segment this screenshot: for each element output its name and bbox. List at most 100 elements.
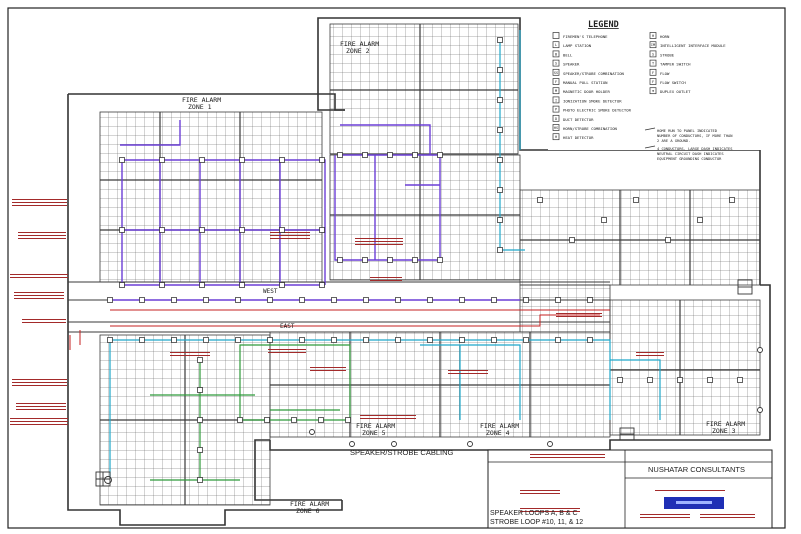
device-symbol-icon — [203, 297, 209, 303]
legend-item-label: STROBE — [660, 52, 675, 57]
device-symbol-icon — [491, 337, 497, 343]
legend-symbol-glyph: F — [555, 80, 557, 84]
legend-symbol-icon — [552, 78, 560, 85]
device-symbol-icon — [203, 337, 209, 343]
legend-symbol-glyph: H — [652, 34, 654, 38]
legend-symbol-glyph: ⊕ — [652, 89, 654, 93]
legend-item: P PHOTO ELECTRIC SMOKE DETECTOR — [552, 105, 632, 113]
device-symbol-icon — [139, 297, 145, 303]
legend-note: HOME RUN TO PANEL INDICATED — [657, 129, 717, 133]
device-symbol-icon — [459, 297, 465, 303]
zone-label-line2: ZONE 3 — [712, 427, 736, 435]
legend-item: T TAMPER SWITCH — [649, 59, 691, 67]
device-symbol-icon — [497, 187, 503, 193]
device-symbol-icon — [239, 282, 245, 288]
legend-item-label: TAMPER SWITCH — [660, 62, 691, 67]
device-symbol-icon — [171, 337, 177, 343]
device-symbol-icon — [331, 297, 337, 303]
device-symbol-icon — [523, 297, 529, 303]
device-symbol-icon — [199, 282, 205, 288]
device-symbol-icon — [267, 297, 273, 303]
device-symbol-icon — [235, 297, 241, 303]
device-symbol-icon — [437, 152, 443, 158]
device-symbol-icon — [737, 377, 743, 383]
device-symbol-icon — [345, 417, 351, 423]
legend-item-label: HEAT DETECTOR — [563, 135, 594, 140]
device-symbol-icon — [523, 337, 529, 343]
device-symbol-icon — [239, 157, 245, 163]
device-symbol-icon — [491, 297, 497, 303]
legend-symbol-icon — [552, 87, 560, 95]
legend-symbol-icon — [649, 87, 657, 95]
device-symbol-icon — [362, 257, 368, 263]
device-symbol-icon — [239, 227, 245, 233]
legend-symbol-icon — [552, 96, 560, 104]
device-symbol-icon — [318, 417, 324, 423]
drawing-caption: SPEAKER/STROBE CABLING — [350, 448, 454, 457]
device-symbol-icon — [459, 337, 465, 343]
device-symbol-icon — [337, 152, 343, 158]
legend-symbol-icon — [552, 68, 560, 76]
device-symbol-icon — [199, 157, 205, 163]
title-line-1: SPEAKER LOOPS A, B & C — [490, 510, 578, 517]
legend-symbol-glyph: F — [652, 71, 654, 75]
zone-label-line1: FIRE ALARM — [182, 96, 221, 104]
sheet-border — [7, 7, 786, 529]
legend-note: 4 CONDUCTORS, LARGE DASH INDICATES — [657, 147, 732, 151]
device-symbol-icon — [497, 247, 503, 253]
device-symbol-icon — [171, 297, 177, 303]
device-symbol-icon — [299, 297, 305, 303]
device-symbol-icon — [107, 297, 113, 303]
device-symbol-icon — [159, 282, 165, 288]
device-symbol-icon — [337, 257, 343, 263]
device-symbol-icon — [387, 152, 393, 158]
device-symbol-icon — [427, 337, 433, 343]
legend-item-label: PHOTO ELECTRIC SMOKE DETECTOR — [563, 108, 632, 113]
device-symbol-icon — [587, 337, 593, 343]
device-symbol-icon — [677, 377, 683, 383]
zone-label-line1: FIRE ALARM — [480, 422, 519, 430]
corridor-label-west: WEST — [263, 288, 278, 295]
legend-symbol-glyph: P — [555, 108, 557, 112]
device-symbol-icon — [264, 417, 270, 423]
legend-symbol-glyph: S — [652, 52, 654, 56]
legend-symbol-icon — [649, 68, 657, 76]
device-symbol-icon — [319, 282, 325, 288]
device-symbol-icon — [363, 297, 369, 303]
device-symbol-icon — [729, 197, 735, 203]
device-symbol-icon — [569, 237, 575, 243]
device-symbol-icon — [497, 67, 503, 73]
legend-symbol-icon — [552, 50, 560, 58]
legend-item-label: SPEAKER — [563, 62, 580, 67]
device-symbol-icon — [197, 447, 203, 453]
device-symbol-icon — [497, 37, 503, 43]
device-symbol-icon — [497, 97, 503, 103]
legend-item-label: LAMP STATION — [563, 43, 592, 48]
legend-item: S STROBE — [649, 50, 675, 58]
legend-note: 2 ARE A GROUND. — [657, 139, 690, 143]
device-symbol-icon — [427, 297, 433, 303]
device-symbol-icon — [497, 127, 503, 133]
legend-symbol-glyph: T — [652, 62, 655, 66]
legend-item-label: MAGNETIC DOOR HOLDER — [563, 89, 611, 94]
device-symbol-icon — [197, 417, 203, 423]
firm-name: NUSHATAR CONSULTANTS — [648, 465, 745, 474]
device-symbol-icon — [199, 227, 205, 233]
legend-symbol-icon — [649, 50, 657, 58]
device-symbol-icon — [237, 417, 243, 423]
device-symbol-icon — [197, 477, 203, 483]
device-symbol-icon — [107, 337, 113, 343]
